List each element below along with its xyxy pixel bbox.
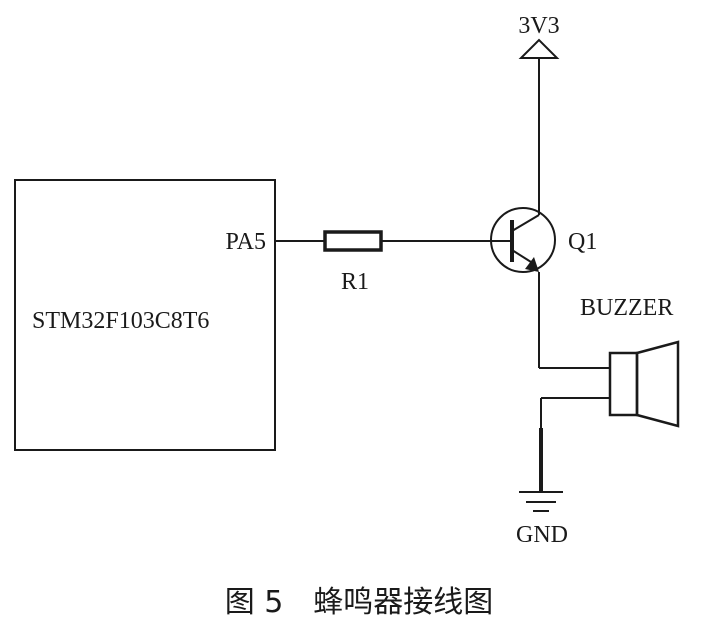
ground-symbol — [519, 491, 563, 512]
vcc-label: 3V3 — [518, 13, 559, 39]
ground-label: GND — [516, 522, 568, 548]
mcu-box — [14, 179, 276, 451]
transistor-label: Q1 — [568, 229, 597, 255]
vcc-symbol — [518, 38, 560, 215]
figure-caption: 图 5 蜂鸣器接线图 — [225, 585, 494, 620]
buzzer-symbol — [608, 340, 680, 428]
transistor-q1 — [490, 207, 556, 368]
buzzer-label: BUZZER — [580, 295, 673, 321]
mcu-pin-label: PA5 — [226, 229, 266, 255]
resistor-label: R1 — [341, 269, 369, 295]
resistor-r1 — [323, 230, 383, 252]
mcu-name-label: STM32F103C8T6 — [32, 308, 209, 334]
